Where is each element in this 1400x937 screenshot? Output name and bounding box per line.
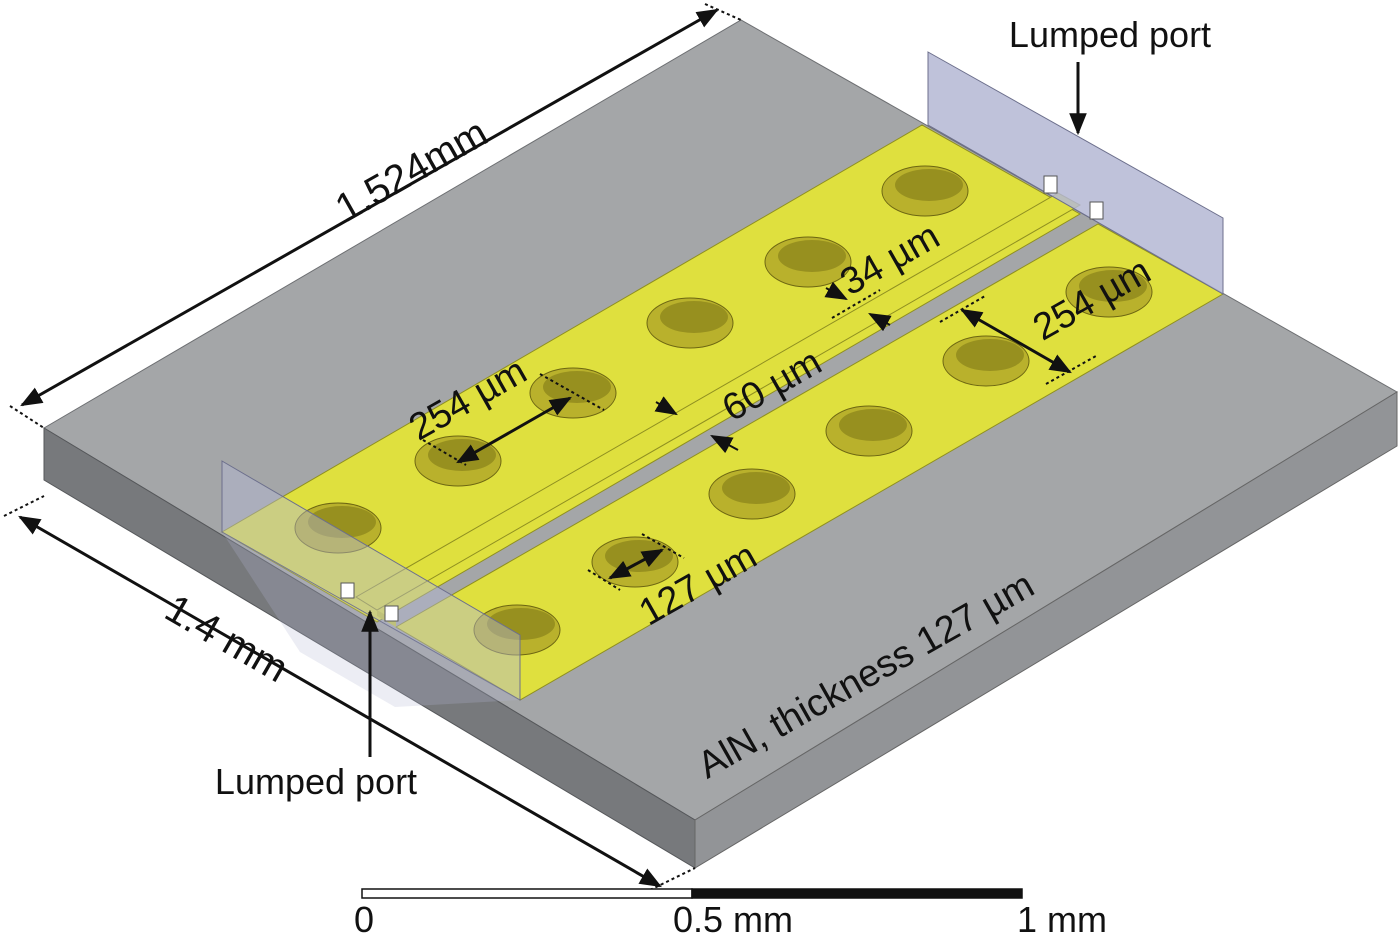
dim-ext-pitch-right-a [939,295,986,323]
dim-ext-via-b [641,533,685,559]
port-gap-right-1 [1043,175,1058,194]
dim-arrow-center-b [710,434,739,454]
dim-ext-width-b [649,867,696,891]
scale-label-zero: 0 [354,899,374,937]
scale-bar: 0 0.5 mm 1 mm [354,888,1107,937]
dim-ext-via-a [587,569,621,591]
via-hole [825,405,913,457]
dim-line-via [608,548,664,580]
dimensions [3,3,1097,891]
scale-bar-black [691,888,1023,899]
dim-arrow-center-a [654,396,678,416]
port-gap-left-1 [340,582,355,599]
dim-line-pitch-right [960,308,1072,374]
label-port-bottom: Lumped port [215,761,417,802]
lumped-port-right [927,51,1224,295]
dim-ext-pitch-left-a [422,439,467,466]
port-gap-right-2 [1089,201,1104,220]
dim-ext-width-a [3,495,45,517]
dim-ext-length-b [704,3,742,21]
dim-arrow-gap-b [868,312,892,332]
dim-ext-length-a [9,405,45,429]
dim-line-length [20,8,719,407]
substrate-right-face [694,391,1398,869]
scale-label-half: 0.5 mm [673,899,793,937]
dim-line-width [18,515,662,888]
label-port-top: Lumped port [1009,14,1211,55]
dim-arrow-gap-a [824,281,848,301]
via-hole [764,236,852,288]
dim-ext-pitch-left-b [539,373,605,411]
scale-bar-white [361,888,693,899]
via-hole [942,335,1030,387]
port-sheet-right [927,51,1224,295]
port-gap-left-2 [384,605,399,622]
scale-label-one: 1 mm [1017,899,1107,937]
via-hole [881,165,969,217]
via-hole [646,297,734,349]
via-hole [708,468,796,520]
dim-line-pitch-left [456,396,572,464]
via-hole [1065,266,1153,318]
